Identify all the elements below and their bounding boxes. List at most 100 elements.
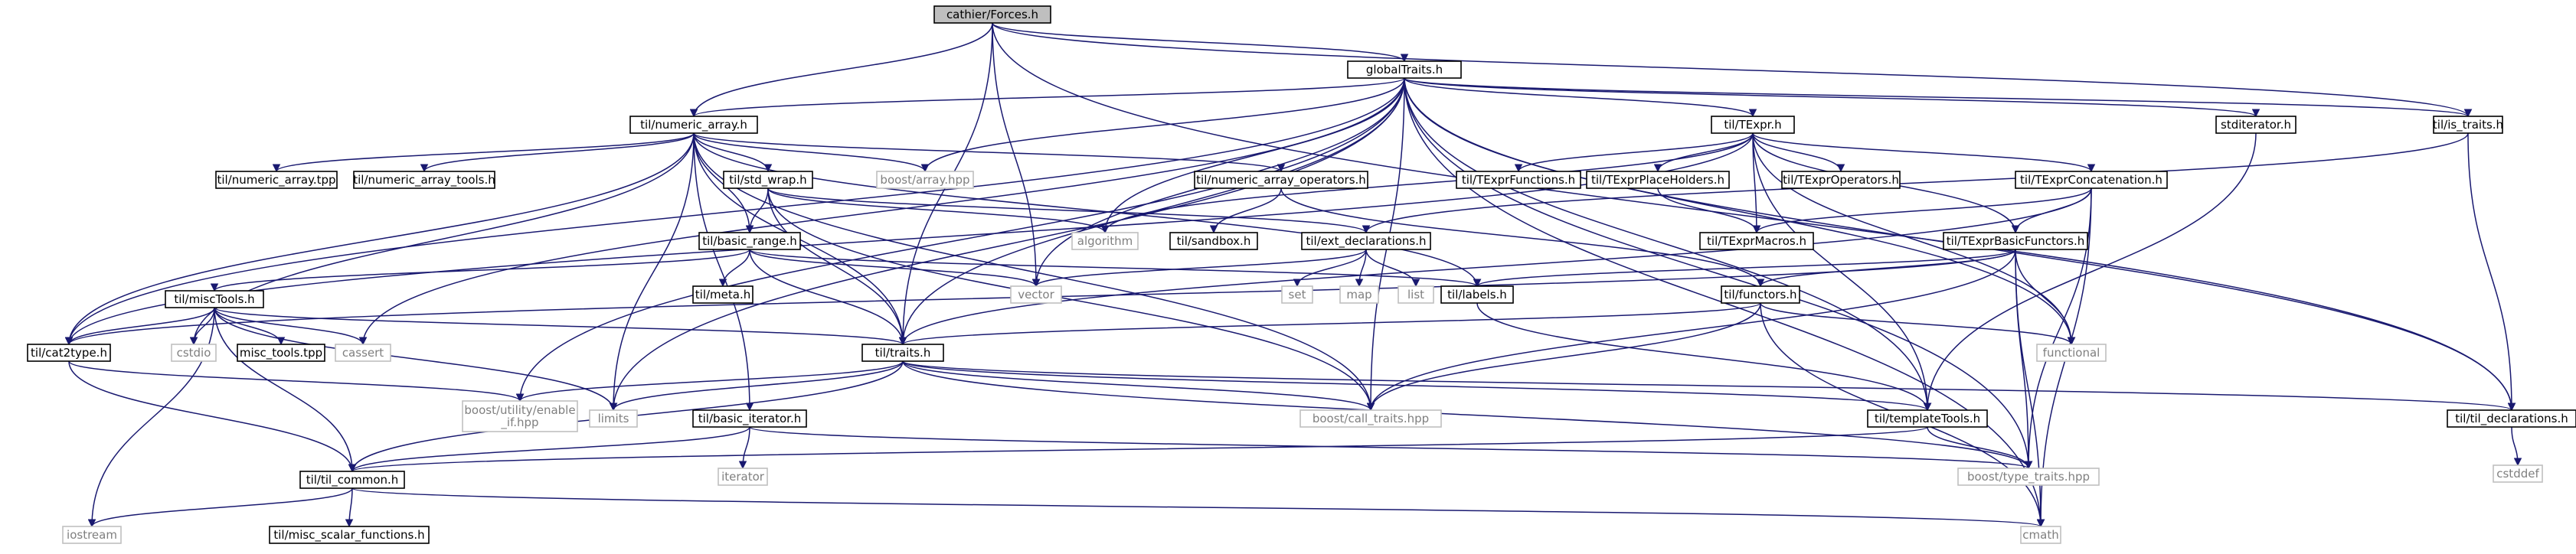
- node-stditerator[interactable]: stditerator.h: [2215, 116, 2296, 134]
- edge-numeric_array-to-na_tools: [420, 132, 695, 173]
- edge-traits-to-limits: [609, 360, 904, 412]
- node-box: [1071, 232, 1139, 250]
- edge-template_tools-to-til_common: [348, 426, 1928, 473]
- node-label: til/TExprFunctions.h: [1462, 173, 1575, 187]
- node-label: cstddef: [2496, 467, 2539, 481]
- edge-basic_range-to-traits: [749, 249, 907, 346]
- edge-texpr_basic-to-boost_call_traits: [1366, 249, 2016, 412]
- node-label: til/numeric_array.h: [640, 118, 747, 132]
- node-texpr[interactable]: til/TExpr.h: [1711, 116, 1795, 134]
- edge-texpr-to-texpr_concat: [1752, 132, 2096, 173]
- edge-is_traits-to-til_decl: [2467, 132, 2516, 412]
- node-forces[interactable]: cathier/Forces.h: [933, 5, 1051, 24]
- node-box: [1398, 285, 1434, 304]
- node-label: functional: [2043, 346, 2100, 360]
- node-til_common[interactable]: til/til_common.h: [299, 471, 405, 489]
- node-box: [1299, 409, 1442, 428]
- node-label: list: [1407, 288, 1424, 301]
- node-na_tpp[interactable]: til/numeric_array.tpp: [215, 171, 338, 189]
- node-label: boost/call_traits.hpp: [1313, 412, 1429, 426]
- edge-globaltraits-to-algorithm: [1100, 77, 1405, 234]
- node-box: [1586, 171, 1730, 189]
- node-meta[interactable]: til/meta.h: [692, 285, 754, 304]
- edge-traits-to-boost_type_traits: [902, 360, 2033, 470]
- node-boost_array: boost/array.hpp: [876, 171, 974, 189]
- edge-texpr-to-functional: [1752, 132, 2076, 346]
- node-boost_type_traits: boost/type_traits.hpp: [1957, 468, 2100, 486]
- node-label: limits: [598, 412, 629, 425]
- node-std_wrap[interactable]: til/std_wrap.h: [723, 171, 813, 189]
- node-basic_range[interactable]: til/basic_range.h: [698, 232, 801, 250]
- edge-traits-to-til_decl: [902, 360, 2516, 412]
- node-na_ops[interactable]: til/numeric_array_operators.h: [1194, 171, 1368, 189]
- node-texpr_macros[interactable]: til/TExprMacros.h: [1699, 232, 1814, 250]
- node-label: til/std_wrap.h: [729, 173, 806, 187]
- node-label: til/TExprPlaceHolders.h: [1591, 173, 1724, 187]
- node-box: [215, 171, 338, 189]
- node-box: [692, 409, 807, 428]
- node-cat2type[interactable]: til/cat2type.h: [27, 344, 111, 362]
- node-box: [462, 400, 578, 432]
- node-is_traits[interactable]: til/is_traits.h: [2433, 116, 2503, 134]
- edge-cat2type-to-boost_enable_if: [68, 360, 525, 402]
- node-misctools[interactable]: til/miscTools.h: [165, 290, 264, 308]
- node-numeric_array[interactable]: til/numeric_array.h: [629, 116, 758, 134]
- node-texpr_concat[interactable]: til/TExprConcatenation.h: [2015, 171, 2168, 189]
- node-cstddef: cstddef: [2493, 464, 2543, 483]
- node-template_tools[interactable]: til/templateTools.h: [1867, 409, 1988, 428]
- edge-basic_range-to-labels: [749, 249, 1481, 288]
- node-til_decl[interactable]: til/til_declarations.h: [2447, 409, 2576, 428]
- node-texpr_operators[interactable]: til/TExprOperators.h: [1781, 171, 1901, 189]
- edge-numeric_array-to-na_ops: [693, 132, 1285, 173]
- edge-numeric_array-to-limits: [609, 132, 695, 412]
- node-traits[interactable]: til/traits.h: [861, 344, 944, 362]
- edge-texpr_concat-to-traits: [898, 187, 2092, 346]
- edge-misctools-to-cassert: [214, 307, 368, 346]
- node-box: [1301, 232, 1431, 250]
- node-globaltraits[interactable]: globalTraits.h: [1347, 60, 1462, 79]
- node-box: [876, 171, 974, 189]
- node-texpr_placeholders[interactable]: til/TExprPlaceHolders.h: [1586, 171, 1730, 189]
- node-box: [629, 116, 758, 134]
- node-label: iterator: [721, 470, 765, 484]
- node-map: map: [1339, 285, 1379, 304]
- edge-texpr_placeholders-to-texpr_macros: [1657, 187, 1761, 234]
- node-basic_iterator[interactable]: til/basic_iterator.h: [692, 409, 807, 428]
- edge-forces-to-is_traits: [992, 22, 2472, 118]
- edge-globaltraits-to-stditerator: [1404, 77, 2260, 118]
- node-misc_tools_tpp[interactable]: misc_tools.tpp: [237, 344, 325, 362]
- node-texpr_functions[interactable]: til/TExprFunctions.h: [1456, 171, 1581, 189]
- edge-traits-to-boost_enable_if: [515, 360, 904, 402]
- node-na_tools[interactable]: til/numeric_array_tools.h: [353, 171, 495, 189]
- node-box: [2493, 464, 2543, 483]
- node-box: [718, 468, 768, 486]
- edge-functors-to-boost_call_traits: [1366, 302, 1761, 412]
- node-misc_scalar[interactable]: til/misc_scalar_functions.h: [269, 526, 430, 544]
- node-sandbox[interactable]: til/sandbox.h: [1169, 232, 1258, 250]
- edge-misctools-to-limits: [214, 307, 618, 412]
- edge-globaltraits-to-boost_enable_if: [515, 77, 1405, 402]
- node-labels[interactable]: til/labels.h: [1440, 285, 1514, 304]
- edge-numeric_array-to-boost_array: [693, 132, 930, 173]
- edge-misctools-to-iostream: [87, 307, 215, 528]
- node-ext_decl[interactable]: til/ext_declarations.h: [1301, 232, 1431, 250]
- node-box: [2215, 116, 2296, 134]
- node-label: cathier/Forces.h: [946, 8, 1038, 21]
- node-label: misc_tools.tpp: [240, 346, 322, 360]
- node-box: [1347, 60, 1462, 79]
- node-functors[interactable]: til/functors.h: [1721, 285, 1800, 304]
- node-iostream: iostream: [62, 526, 122, 544]
- node-label: til/templateTools.h: [1875, 412, 1980, 425]
- node-box: [589, 409, 638, 428]
- edge-til_common-to-misc_scalar: [345, 487, 354, 528]
- edge-texpr-to-texpr_operators: [1752, 132, 1845, 173]
- edge-texpr-to-texpr_functions: [1514, 132, 1754, 173]
- node-algorithm: algorithm: [1071, 232, 1139, 250]
- edge-numeric_array-to-na_tpp: [272, 132, 695, 173]
- edge-forces-to-globaltraits: [992, 22, 1409, 63]
- node-label: til/misc_scalar_functions.h: [273, 528, 424, 543]
- node-box: [692, 285, 754, 304]
- node-texpr_basic[interactable]: til/TExprBasicFunctors.h: [1943, 232, 2088, 250]
- node-label: cstdio: [177, 346, 211, 360]
- edge-til_common-to-cmath: [351, 487, 2045, 528]
